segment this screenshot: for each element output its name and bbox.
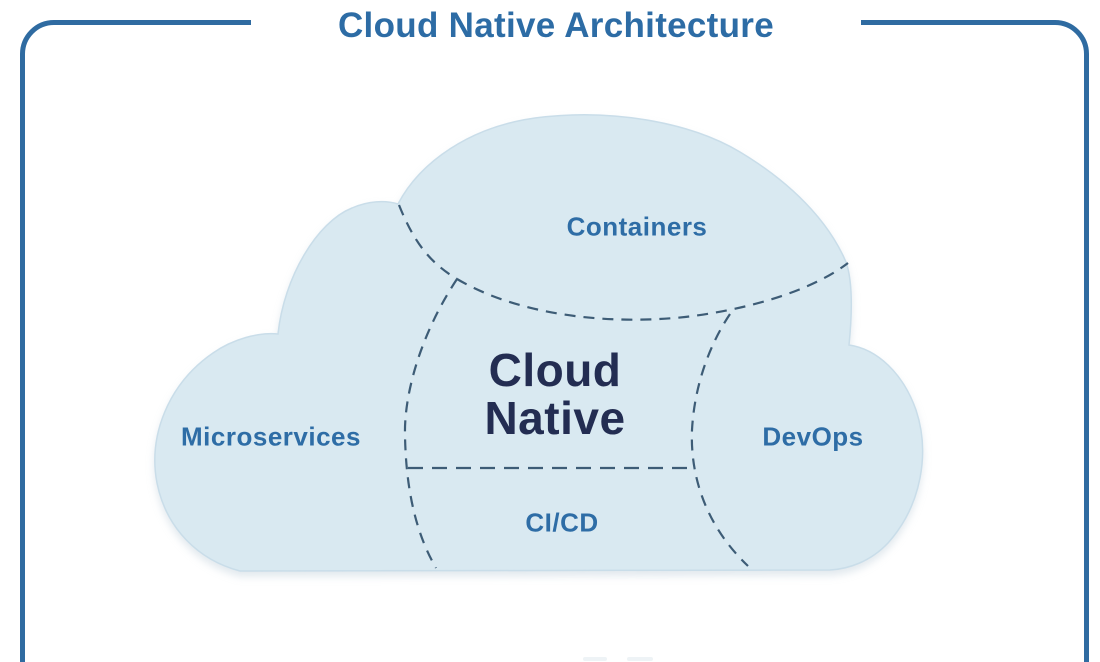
region-label-cicd: CI/CD: [525, 507, 599, 538]
region-label-containers: Containers: [566, 211, 708, 242]
bottom-crop-artifact: [583, 657, 607, 661]
center-label-line1: Cloud: [488, 344, 622, 396]
dashed-divider-containers: [456, 262, 849, 321]
region-label-devops: DevOps: [762, 421, 864, 452]
dashed-divider-left: [403, 278, 458, 569]
center-label: Cloud Native: [484, 346, 625, 442]
bottom-crop-artifact: [627, 657, 653, 661]
center-label-line2: Native: [484, 392, 626, 444]
region-label-microservices: Microservices: [181, 421, 361, 452]
page-title: Cloud Native Architecture: [337, 6, 774, 45]
dashed-divider-right: [690, 313, 749, 567]
title-bar: Cloud Native Architecture: [251, 0, 861, 52]
cloud-shape: [154, 114, 924, 572]
